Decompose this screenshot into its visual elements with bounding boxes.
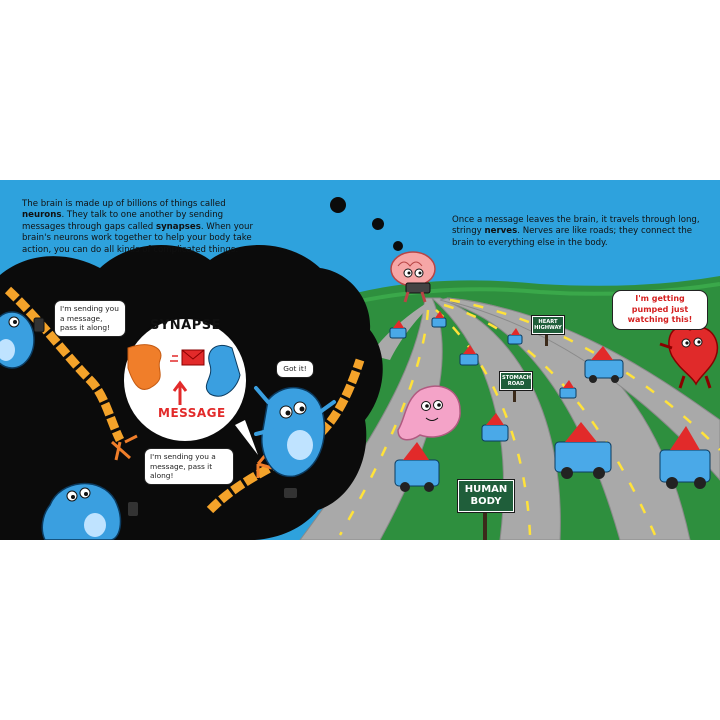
right-intro-text: Once a message leaves the brain, it trav… <box>452 215 700 248</box>
speech-bubble-got-it: Got it! <box>276 360 314 378</box>
term-nerves: nerves <box>484 226 518 237</box>
truck <box>431 311 447 328</box>
truck <box>584 346 624 383</box>
synapse-label: SYNAPSE <box>150 318 221 333</box>
truck <box>559 380 577 399</box>
book-spread: The brain is made up of billions of thin… <box>0 180 720 540</box>
heart-speech-bubble: I'm getting pumped just watching this! <box>612 290 708 330</box>
truck <box>659 426 711 489</box>
brain-character <box>390 251 436 303</box>
truck <box>459 345 479 366</box>
truck <box>481 413 509 442</box>
synapse-inset <box>122 317 258 455</box>
neuron-right <box>254 386 336 498</box>
sign-post <box>483 508 487 540</box>
neuron-top-left <box>0 311 45 369</box>
left-intro-text: The brain is made up of billions of thin… <box>22 199 254 255</box>
truck <box>389 320 407 339</box>
truck <box>554 422 612 479</box>
stomach-character <box>397 385 461 441</box>
sign-human-body: HUMAN BODY <box>457 479 515 513</box>
sign-post <box>513 388 516 402</box>
heart-character <box>659 326 719 389</box>
term-neurons: neurons <box>22 210 62 221</box>
speech-bubble-top: I'm sending you a message, pass it along… <box>54 300 126 337</box>
truck <box>394 442 440 492</box>
neuron-bottom-left <box>41 483 138 540</box>
sign-stomach-road: STOMACH ROAD <box>499 370 533 392</box>
sign-post <box>545 332 548 346</box>
term-synapses: synapses <box>155 221 201 232</box>
trucks <box>389 311 711 492</box>
sign-heart-highway: HEART HIGHWAY <box>531 314 565 336</box>
truck <box>507 328 523 345</box>
speech-bubble-bottom: I'm sending you a message, pass it along… <box>144 448 234 485</box>
message-label: MESSAGE <box>158 406 226 420</box>
